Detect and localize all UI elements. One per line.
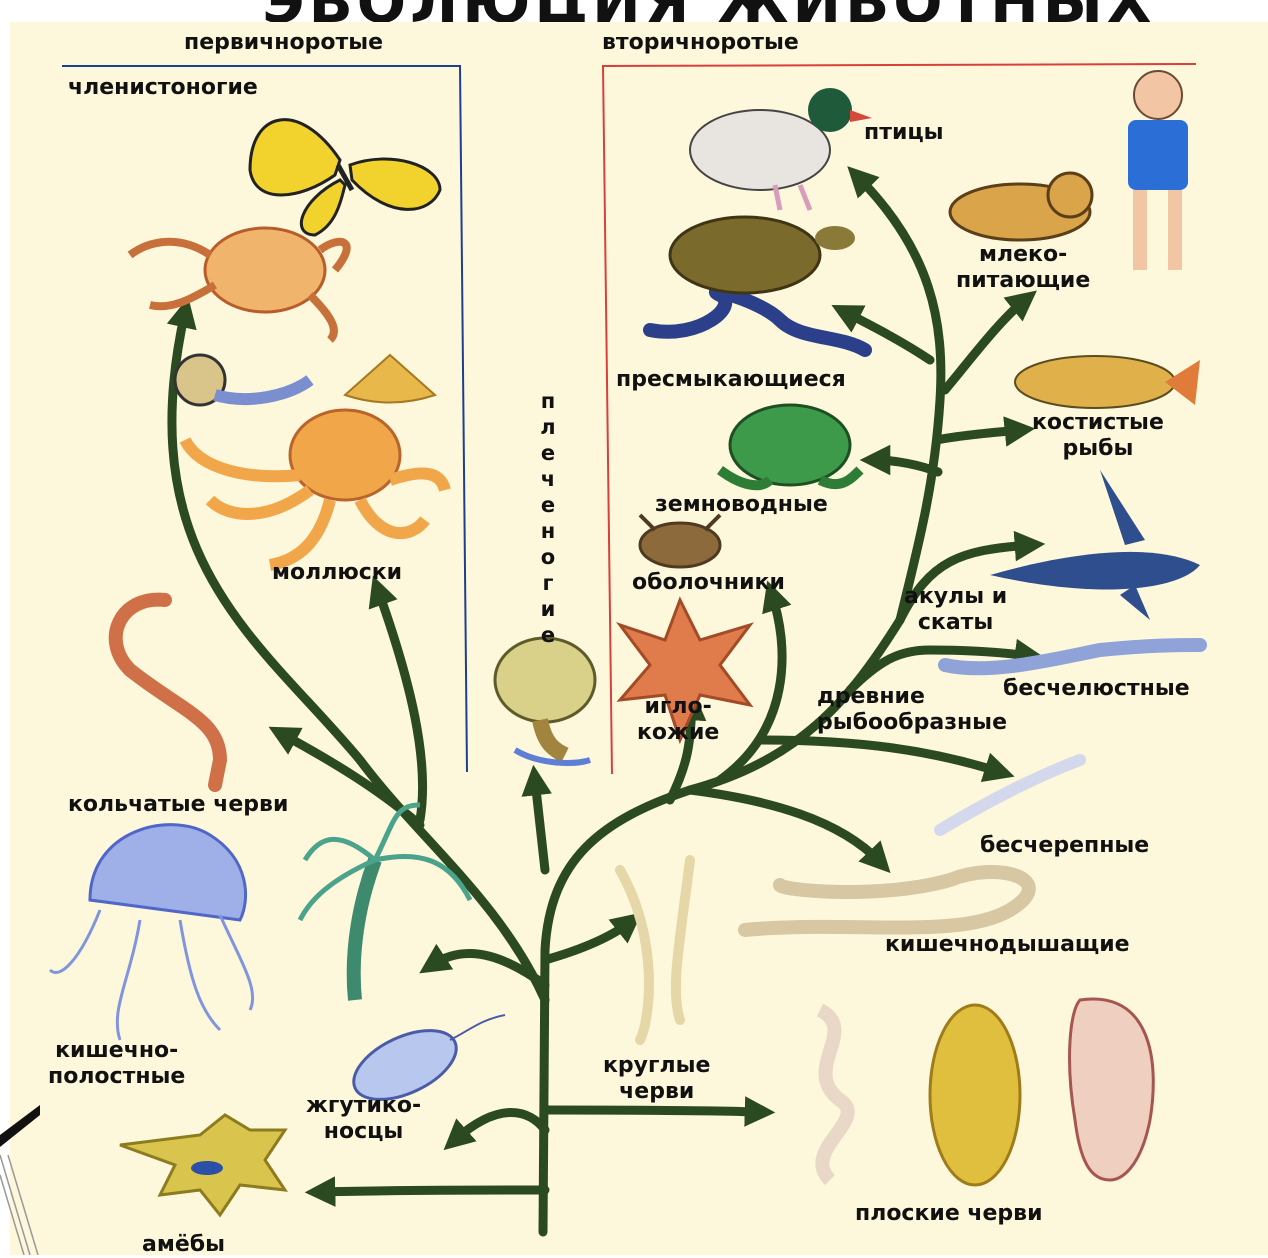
label-amphibians: земноводные xyxy=(655,492,828,518)
scallop-shell-icon xyxy=(345,355,435,403)
corner-decoration xyxy=(0,1105,40,1255)
earthworm-icon xyxy=(116,600,220,785)
lancelet-icon xyxy=(940,760,1080,830)
perch-icon xyxy=(1015,356,1200,408)
label-hemichordates: кишечнодышащие xyxy=(885,932,1130,958)
turtle-icon xyxy=(670,217,855,293)
label-echinoderms: игло- кожие xyxy=(637,694,719,746)
label-roundworms: круглые черви xyxy=(603,1053,710,1105)
label-flagellates: жгутико- носцы xyxy=(306,1093,421,1145)
nematode-icon xyxy=(620,860,690,1040)
octopus-icon xyxy=(185,410,445,565)
brachiopod-icon xyxy=(495,638,595,763)
duck-icon xyxy=(690,88,872,210)
fluke-icon xyxy=(930,1005,1020,1185)
label-reptiles: пресмыкающиеся xyxy=(616,367,846,393)
label-amoebas: амёбы xyxy=(142,1232,225,1258)
label-birds: птицы xyxy=(864,120,944,146)
label-cnidarians: кишечно- полостные xyxy=(48,1038,185,1090)
human-icon xyxy=(1128,71,1188,270)
hydra-icon xyxy=(300,805,470,1000)
butterfly-icon xyxy=(250,120,440,235)
label-mollusks: моллюски xyxy=(272,560,402,586)
label-ancient-fishlike: древние рыбообразные xyxy=(817,684,1007,736)
label-tunicates: оболочники xyxy=(632,570,785,596)
label-brachiopods: плеченогие xyxy=(536,388,560,648)
cat-icon xyxy=(950,173,1092,240)
tapeworm-icon xyxy=(820,1010,848,1180)
protostomes-header: первичноротые xyxy=(184,30,383,56)
acorn-worm-icon xyxy=(745,872,1029,930)
planarian-icon xyxy=(1070,999,1154,1180)
label-sharks: акулы и скаты xyxy=(904,584,1007,636)
label-jawless: бесчелюстные xyxy=(1003,676,1190,702)
label-bony-fish: костистые рыбы xyxy=(1032,410,1164,462)
label-annelids: кольчатые черви xyxy=(68,792,288,818)
crab-icon xyxy=(130,228,347,340)
label-flatworms: плоские черви xyxy=(855,1201,1043,1227)
label-acrania: бесчерепные xyxy=(980,833,1149,859)
frog-icon xyxy=(720,405,860,485)
tunicate-icon xyxy=(640,515,720,567)
jellyfish-icon xyxy=(50,825,253,1040)
label-mammals: млеко- питающие xyxy=(956,242,1090,294)
snail-icon xyxy=(175,355,310,405)
amoeba-icon xyxy=(120,1115,285,1215)
label-arthropods: членистоногие xyxy=(68,75,258,101)
snake-icon xyxy=(650,292,865,350)
deuterostomes-header: вторичноротые xyxy=(602,30,799,56)
